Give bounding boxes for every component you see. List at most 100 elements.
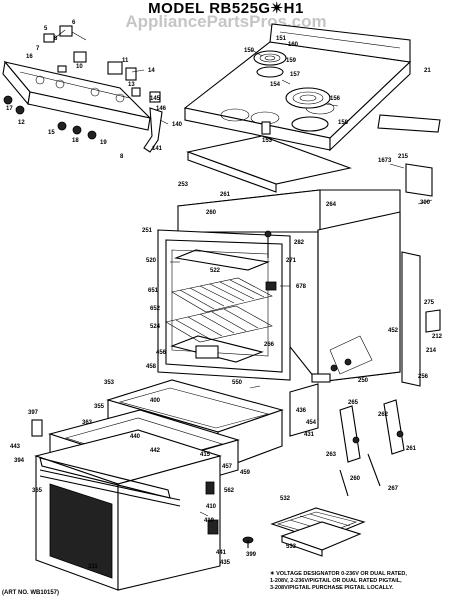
callout: 160: [288, 42, 299, 48]
kick-panel: [289, 383, 319, 437]
callout: 153: [262, 138, 273, 144]
bracket-212: [425, 309, 441, 333]
callout: 440: [130, 434, 141, 440]
callout: 253: [178, 182, 189, 188]
broil-element: [173, 249, 271, 271]
callout: 458: [146, 364, 157, 370]
callout: 652: [150, 306, 161, 312]
voltage-note: ✴ VOLTAGE DESIGNATOR 0-236V OR DUAL RATE…: [270, 571, 450, 592]
callout: 419: [204, 518, 215, 524]
callout: 19: [100, 140, 107, 146]
callout: 532: [280, 496, 291, 502]
callout: 156: [330, 96, 341, 102]
callout: 16: [26, 54, 33, 60]
callout: 443: [10, 444, 21, 450]
callout: 311: [88, 564, 98, 570]
callout: 214: [426, 348, 437, 354]
callout: 215: [398, 154, 409, 160]
callout: 678: [296, 284, 307, 290]
callout: 520: [146, 258, 157, 264]
rear-rail: [377, 114, 441, 133]
outer-door: [34, 429, 222, 591]
callout: 8: [54, 36, 58, 42]
callout: 21: [424, 68, 431, 74]
callout: 15: [48, 130, 55, 136]
callout: 459: [240, 470, 251, 476]
callout: 562: [224, 488, 235, 494]
clip-397: [31, 419, 43, 437]
callout: 263: [326, 452, 337, 458]
callout: 651: [148, 288, 159, 294]
surface-units: [253, 50, 331, 135]
callout: 11: [122, 58, 129, 64]
callout: 394: [14, 458, 25, 464]
terminal-cover: [405, 163, 433, 197]
callout: 436: [296, 408, 307, 414]
callout: 365: [32, 488, 43, 494]
callout: 522: [210, 268, 221, 274]
oven-racks: [165, 277, 273, 343]
callout: 262: [378, 412, 389, 418]
hinge-pin: [205, 481, 215, 495]
callout: 157: [290, 72, 301, 78]
callout: 399: [246, 552, 257, 558]
callout: 275: [424, 300, 435, 306]
control-panel: [2, 60, 152, 131]
callout: 260: [350, 476, 361, 482]
callout: 13: [128, 82, 135, 88]
side-panel: [401, 251, 421, 387]
callout: 151: [276, 36, 287, 42]
callout: 141: [152, 146, 163, 152]
callout-labels: 5 6 7 8 10 11 14 13 145 146 16 17 12 15 …: [6, 20, 443, 570]
callout: 146: [156, 106, 167, 112]
oven-cavity: [157, 229, 291, 381]
callout: 441: [216, 550, 227, 556]
callout: 18: [72, 138, 79, 144]
callout: 442: [150, 448, 161, 454]
callout: 271: [286, 258, 297, 264]
cooktop: [183, 23, 412, 152]
callout: 261: [220, 192, 231, 198]
callout: 17: [6, 106, 13, 112]
callout: 363: [82, 420, 93, 426]
bracket-141: [143, 107, 163, 153]
callout: 158: [338, 120, 349, 126]
callout: 282: [294, 240, 305, 246]
screw-399: [242, 536, 254, 548]
callout: 266: [264, 342, 275, 348]
callout: 400: [150, 398, 161, 404]
callout: 212: [432, 334, 443, 340]
callout: 7: [36, 46, 40, 52]
callout: 533: [286, 544, 297, 550]
callout: 145: [150, 96, 161, 102]
callout: 154: [270, 82, 281, 88]
callout: 431: [304, 432, 315, 438]
callout: 260: [206, 210, 217, 216]
callout: 250: [358, 378, 369, 384]
callout: 159: [286, 58, 297, 64]
callout: 397: [28, 410, 39, 416]
callout: 5: [44, 26, 48, 32]
callout: 267: [388, 486, 399, 492]
callout: 456: [156, 350, 167, 356]
callout: 353: [104, 380, 115, 386]
art-number: (ART NO. WB10157): [2, 590, 60, 596]
callout: 261: [406, 446, 417, 452]
callout: 8: [120, 154, 124, 160]
callout: 140: [172, 122, 183, 128]
callout: 264: [326, 202, 337, 208]
callout: 415: [200, 452, 211, 458]
door-hinges: [339, 399, 405, 497]
callout: 410: [206, 504, 217, 510]
switch-parts: [43, 25, 161, 103]
callout: 12: [18, 120, 25, 126]
door-handle: [39, 457, 171, 499]
control-knobs: [3, 95, 97, 140]
page-title: MODEL RB525G✴H1: [148, 0, 304, 17]
callout: 435: [220, 560, 231, 566]
drip-tray-lip: [187, 151, 277, 193]
callout: 6: [72, 20, 76, 26]
note-line: 3-208V/PIGTAIL PURCHASE PIGTAIL LOCALLY.: [270, 585, 394, 591]
sensor-probe: [265, 281, 277, 291]
